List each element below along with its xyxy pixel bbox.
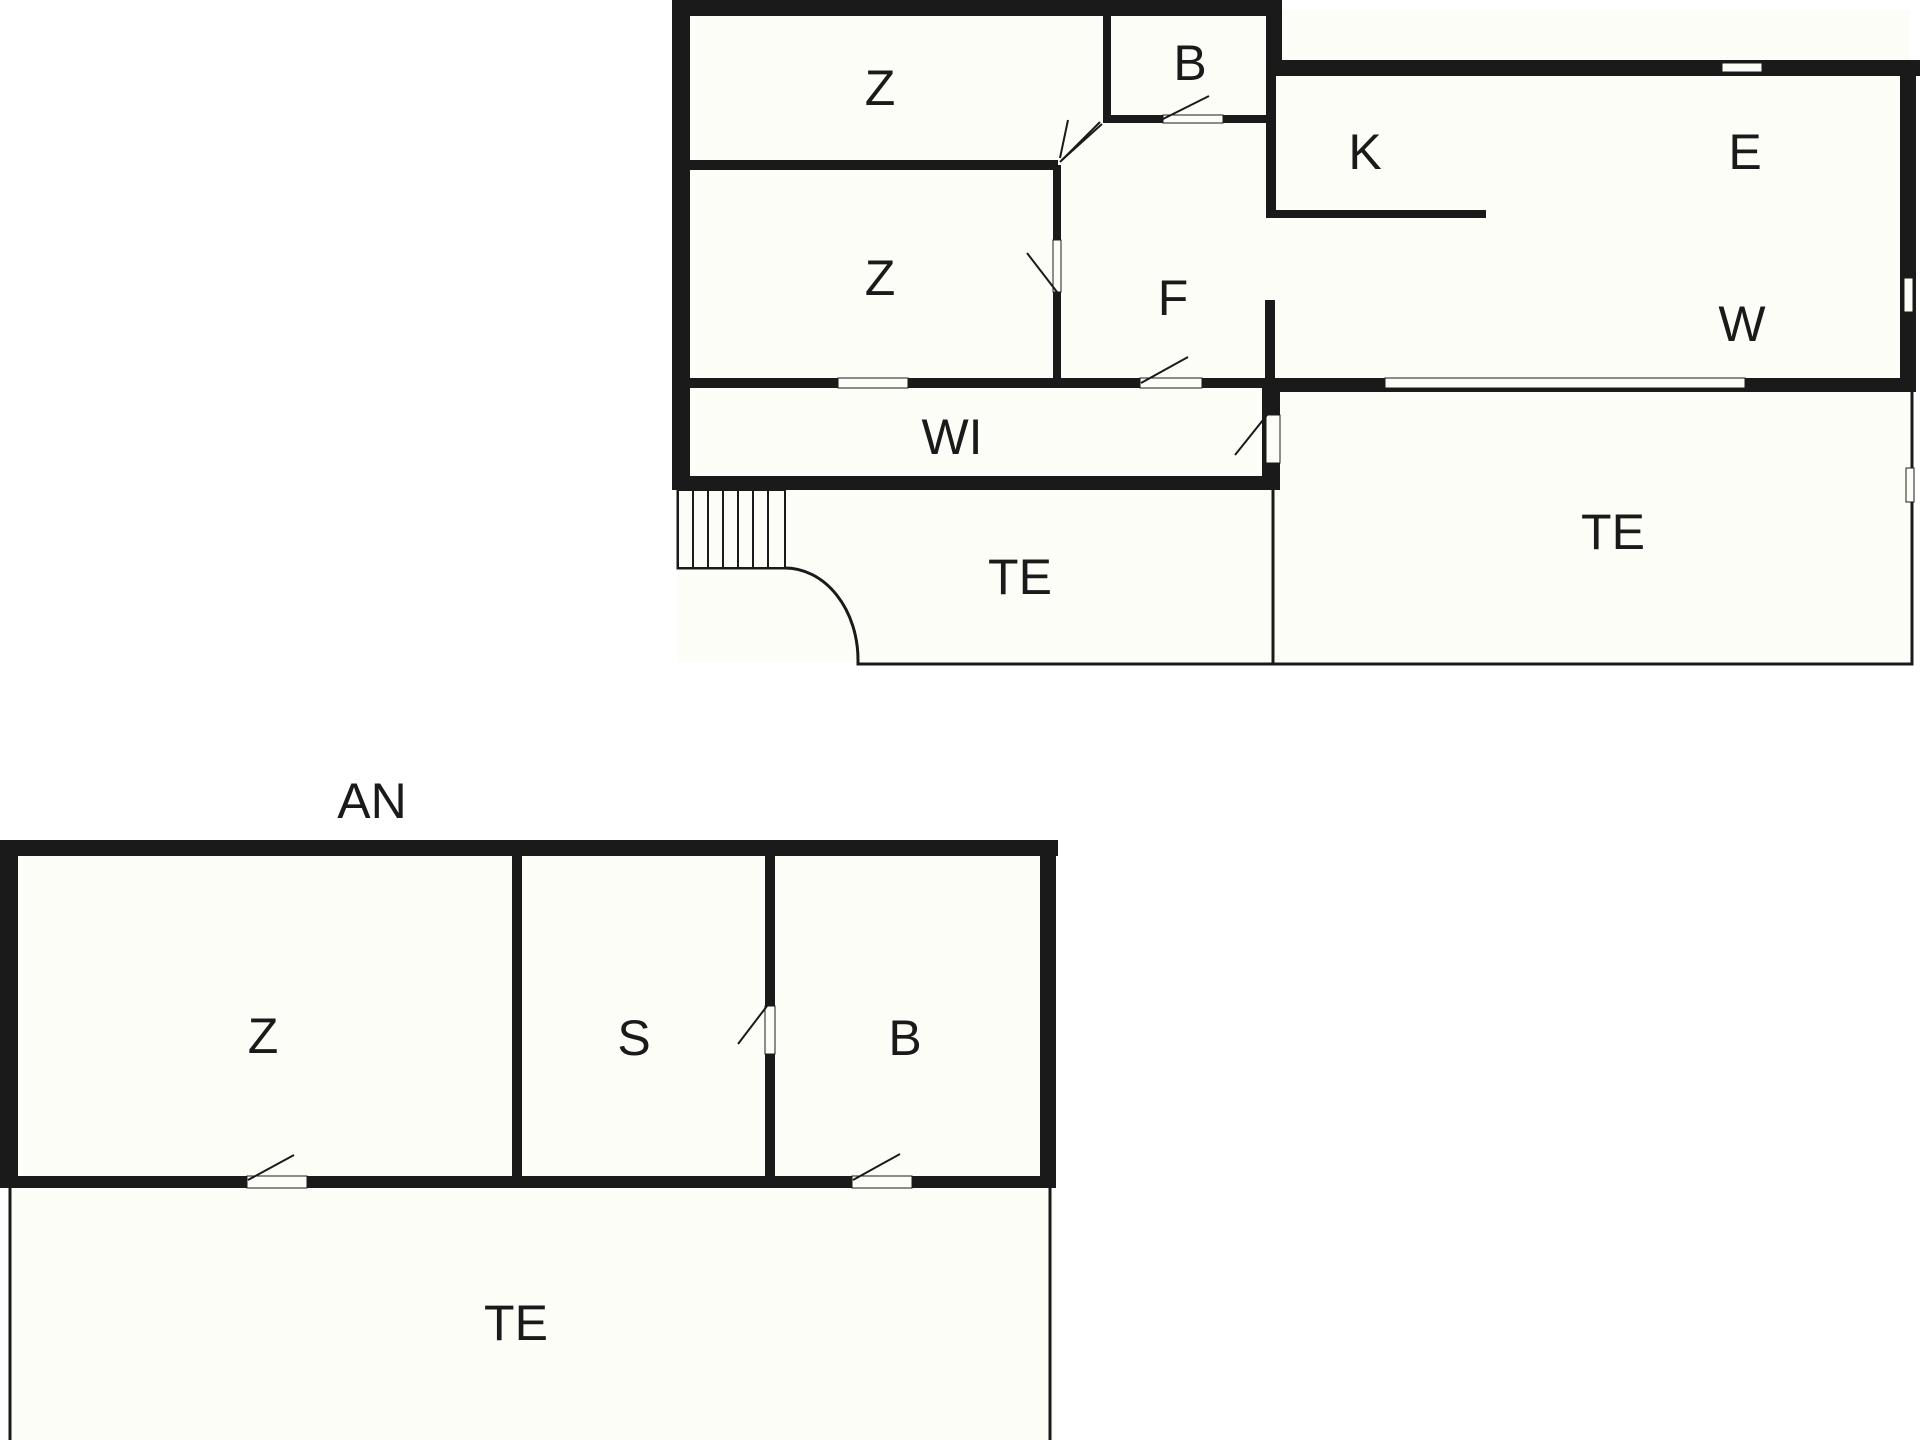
room-labels: Z B K E Z F W WI TE TE xyxy=(865,35,1767,605)
room-label-hallway: F xyxy=(1158,270,1189,326)
stairs xyxy=(677,489,786,569)
room-label-utility: WI xyxy=(921,409,982,465)
room-label-annex-bedroom: Z xyxy=(248,1008,279,1064)
door-swings xyxy=(1026,95,1268,456)
exterior-walls xyxy=(672,0,1920,490)
main-floor: Z B K E Z F W WI TE TE xyxy=(672,0,1920,666)
room-label-bedroom-middle: Z xyxy=(865,250,896,306)
openings xyxy=(837,62,1915,503)
annex-openings xyxy=(246,1005,913,1189)
annex-room-labels: Z S B TE xyxy=(248,1008,922,1351)
room-label-bathroom-small: B xyxy=(1173,35,1206,91)
annex: AN Z S B TE xyxy=(0,773,1058,1440)
room-label-dining: E xyxy=(1728,124,1761,180)
room-label-terrace-right: TE xyxy=(1581,504,1645,560)
annex-title: AN xyxy=(337,773,406,829)
room-label-annex-storage: S xyxy=(617,1010,650,1066)
room-label-terrace-left: TE xyxy=(988,549,1052,605)
room-label-bedroom-top: Z xyxy=(865,60,896,116)
room-label-living: W xyxy=(1718,296,1766,352)
room-label-annex-terrace: TE xyxy=(484,1295,548,1351)
room-label-kitchen: K xyxy=(1348,124,1381,180)
room-label-annex-bathroom: B xyxy=(888,1010,921,1066)
terrace-outline xyxy=(676,390,1914,666)
